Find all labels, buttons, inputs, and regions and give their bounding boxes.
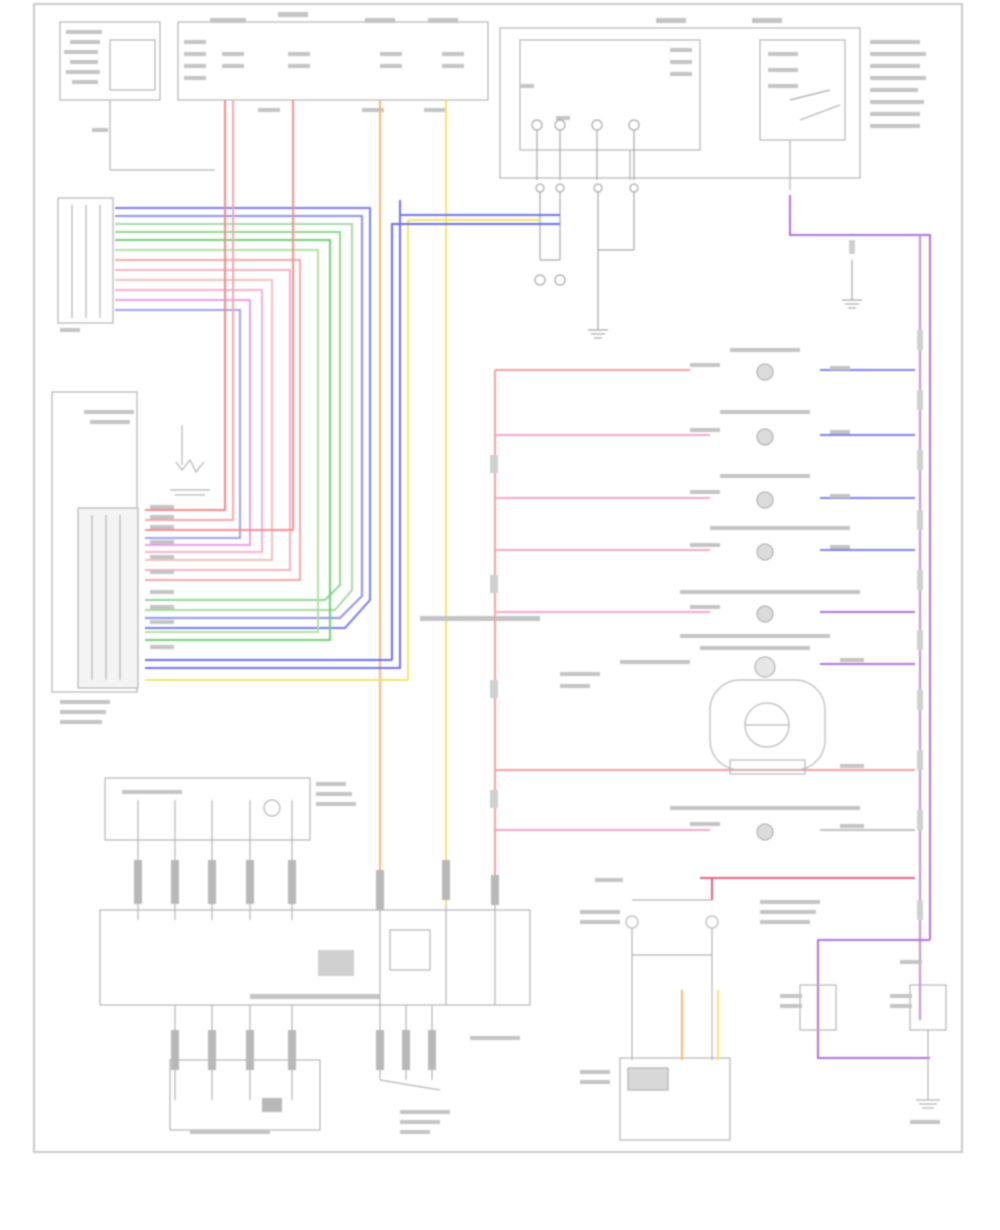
- yaw-rate-sensor: [709, 679, 826, 775]
- relay-contacts: [531, 89, 841, 320]
- sensor-bus-purple: [789, 195, 931, 940]
- abs-control-unit: [51, 391, 210, 693]
- abs-labels: [60, 328, 600, 724]
- dlc-harness: [115, 207, 371, 641]
- fuse-block: [59, 21, 861, 190]
- diagram-border: [33, 3, 963, 1153]
- top-label-blocks: [64, 12, 926, 132]
- data-link-connector: [57, 197, 114, 324]
- sensor-labels: [620, 348, 864, 828]
- combination-meter: [99, 777, 531, 1131]
- ground-symbol-top: [588, 260, 862, 339]
- stop-lamps: [799, 984, 947, 1109]
- brake-wires: [681, 877, 930, 1060]
- brake-labels: [580, 878, 940, 1124]
- brake-switch: [619, 899, 731, 1141]
- meter-labels: [122, 782, 520, 1134]
- meter-connectors: [134, 860, 499, 1112]
- sensor-nodes: [754, 363, 776, 841]
- power-wires: [145, 100, 560, 905]
- bus-connectors: [490, 240, 923, 920]
